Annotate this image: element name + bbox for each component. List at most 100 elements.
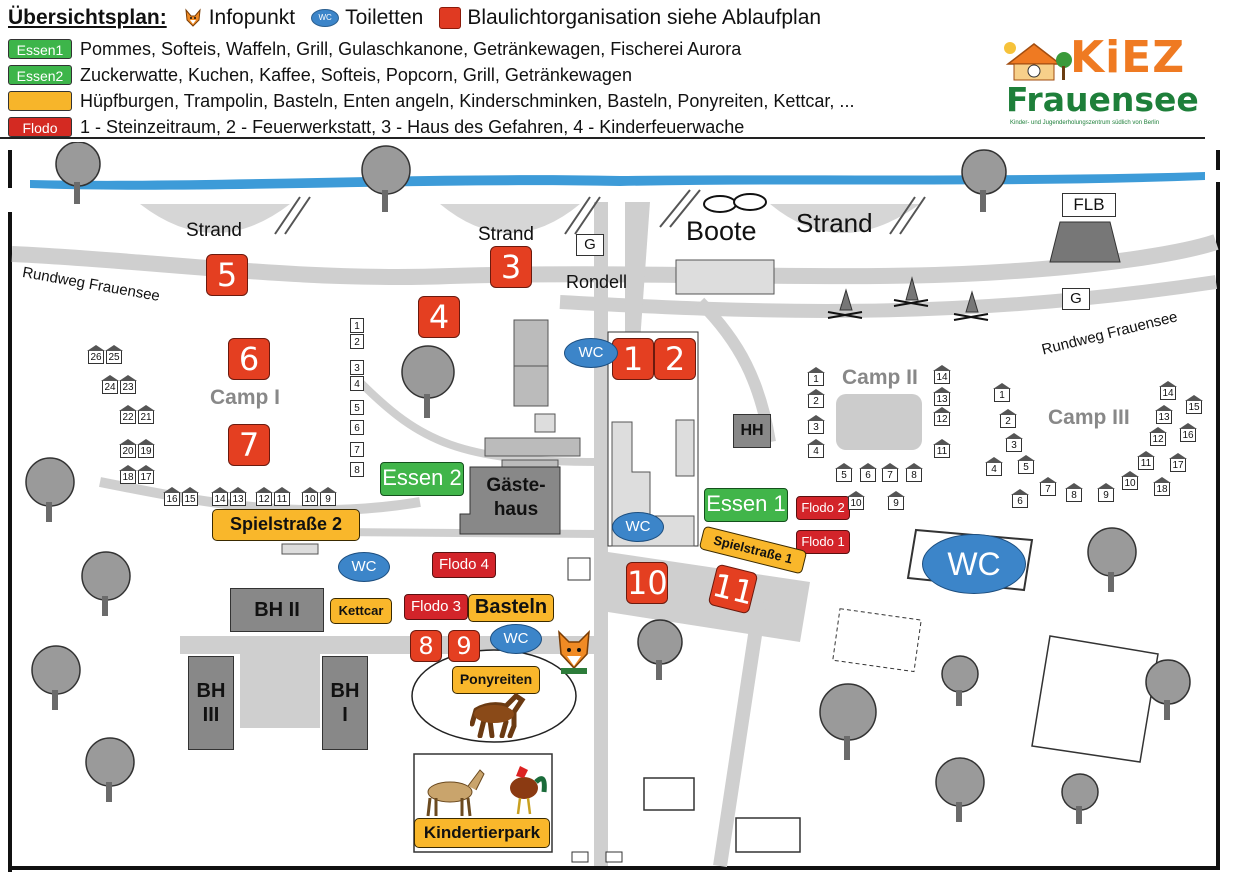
legend-tag-essen2: Essen2 [8,65,72,85]
legend-row-flodo: Flodo 1 - Steinzeitraum, 2 - Feuerwerkst… [8,116,744,138]
basteln-tag[interactable]: Basteln [468,594,554,622]
camp2-hut-7: 7 [881,463,899,482]
g-building-1: G [576,234,604,256]
camp1-hut-9: 9 [319,487,337,506]
camp1-hut-25: 25 [105,345,123,364]
camp1-label: Camp I [210,386,281,409]
legend-text-essen1: Pommes, Softeis, Waffeln, Grill, Gulasch… [80,38,742,59]
camp1-arrow-6: 6 [350,420,364,435]
camp3-hut-9: 9 [1097,483,1115,502]
station-1[interactable]: 1 [612,338,654,380]
legend-infopunkt: Infopunkt [208,6,296,29]
ponyreiten-tag[interactable]: Ponyreiten [452,666,540,694]
legend-tag-flodo: Flodo [8,117,72,137]
camp1-hut-17: 17 [137,465,155,484]
animals-icon [426,766,547,817]
station-9[interactable]: 9 [448,630,480,662]
infopunkt-fox-icon [183,8,203,28]
spielstrasse-2-tag[interactable]: Spielstraße 2 [212,509,360,541]
camp3-label: Camp III [1048,406,1130,429]
boats-icon [703,193,767,213]
camp3-hut-11: 11 [1137,451,1155,470]
camp1-hut-26: 26 [87,345,105,364]
camp1-hut-20: 20 [119,439,137,458]
flodo-3-tag[interactable]: Flodo 3 [404,594,468,620]
site-map: Strand Strand Strand Boote Rondell Rundw… [0,142,1242,883]
map-title: Übersichtsplan: [8,6,167,29]
horse-icon [470,692,526,738]
camp2-hut-14: 14 [933,365,951,384]
essen-2-tag[interactable]: Essen 2 [380,462,464,496]
camp1-hut-23: 23 [119,375,137,394]
wc-bh2[interactable]: WC [338,552,390,582]
camp3-hut-12: 12 [1149,427,1167,446]
wc-central[interactable]: WC [612,512,664,542]
legend-row-activities: Hüpfburgen, Trampolin, Basteln, Enten an… [8,90,854,112]
camp2-hut-4: 4 [807,439,825,458]
camp1-hut-19: 19 [137,439,155,458]
kettcar-tag[interactable]: Kettcar [330,598,392,624]
boote-label: Boote [686,216,757,246]
camp1-arrow-8: 8 [350,462,364,477]
station-6[interactable]: 6 [228,338,270,380]
camp2-hut-8: 8 [905,463,923,482]
flodo-4-tag[interactable]: Flodo 4 [432,552,496,578]
camp2-hut-3: 3 [807,415,825,434]
kindertierpark-tag[interactable]: Kindertierpark [414,818,550,848]
camp1-hut-24: 24 [101,375,119,394]
camp2-hut-10: 10 [847,491,865,510]
legend-text-essen2: Zuckerwatte, Kuchen, Kaffee, Softeis, Po… [80,64,632,85]
camp3-hut-1: 1 [993,383,1011,402]
station-7[interactable]: 7 [228,424,270,466]
flodo-1-tag[interactable]: Flodo 1 [796,530,850,554]
strand-label-1: Strand [186,220,242,241]
legend-title-row: Übersichtsplan: Infopunkt WC Toiletten B… [8,4,833,32]
legend-text-activities: Hüpfburgen, Trampolin, Basteln, Enten an… [80,90,855,111]
camp3-hut-15: 15 [1185,395,1203,414]
camp1-hut-13: 13 [229,487,247,506]
station-8[interactable]: 8 [410,630,442,662]
flodo-2-tag[interactable]: Flodo 2 [796,496,850,520]
strand-label-3: Strand [796,208,873,238]
bh3-building: BH III [188,656,234,750]
essen-1-tag[interactable]: Essen 1 [704,488,788,522]
camp1-hut-22: 22 [119,405,137,424]
toilet-icon: WC [311,9,340,27]
camp1-arrow-2: 2 [350,334,364,349]
camp2-hut-2: 2 [807,389,825,408]
logo-tagline: Kinder- und Jugenderholungszentrum südli… [1010,120,1160,126]
station-3[interactable]: 3 [490,246,532,288]
camp3-hut-16: 16 [1179,423,1197,442]
infopunkt-fox-icon-map[interactable] [555,628,593,676]
wc-rondell[interactable]: WC [564,338,618,368]
logo-kiez: KiEZ [1070,32,1186,83]
g-building-2: G [1062,288,1090,310]
logo-frauensee: Frauensee [1006,80,1199,119]
legend-text-flodo: 1 - Steinzeitraum, 2 - Feuerwerkstatt, 3… [80,116,745,137]
camp3-hut-6: 6 [1011,489,1029,508]
camp3-hut-4: 4 [985,457,1003,476]
map-background [8,142,1220,872]
legend-blaulicht: Blaulichtorganisation siehe Ablaufplan [467,6,822,29]
legend-tag-activities [8,91,72,111]
header-divider [0,137,1205,139]
camp2-hut-5: 5 [835,463,853,482]
wc-large[interactable]: WC [922,534,1026,594]
camp3-hut-10: 10 [1121,471,1139,490]
camp1-hut-15: 15 [181,487,199,506]
station-2[interactable]: 2 [654,338,696,380]
station-4[interactable]: 4 [418,296,460,338]
wc-basteln[interactable]: WC [490,624,542,654]
camp1-hut-12: 12 [255,487,273,506]
camp2-hut-6: 6 [859,463,877,482]
camp1-hut-14: 14 [211,487,229,506]
camp1-hut-16: 16 [163,487,181,506]
camp2-label: Camp II [842,366,918,389]
station-10[interactable]: 10 [626,562,668,604]
kiez-logo: KiEZ Frauensee Kinder- und Jugenderholun… [1000,32,1205,132]
flb-label: FLB [1062,193,1116,217]
station-5[interactable]: 5 [206,254,248,296]
rondell-label: Rondell [566,272,628,292]
camp3-hut-7: 7 [1039,477,1057,496]
camp1-arrow-3: 3 [350,360,364,375]
